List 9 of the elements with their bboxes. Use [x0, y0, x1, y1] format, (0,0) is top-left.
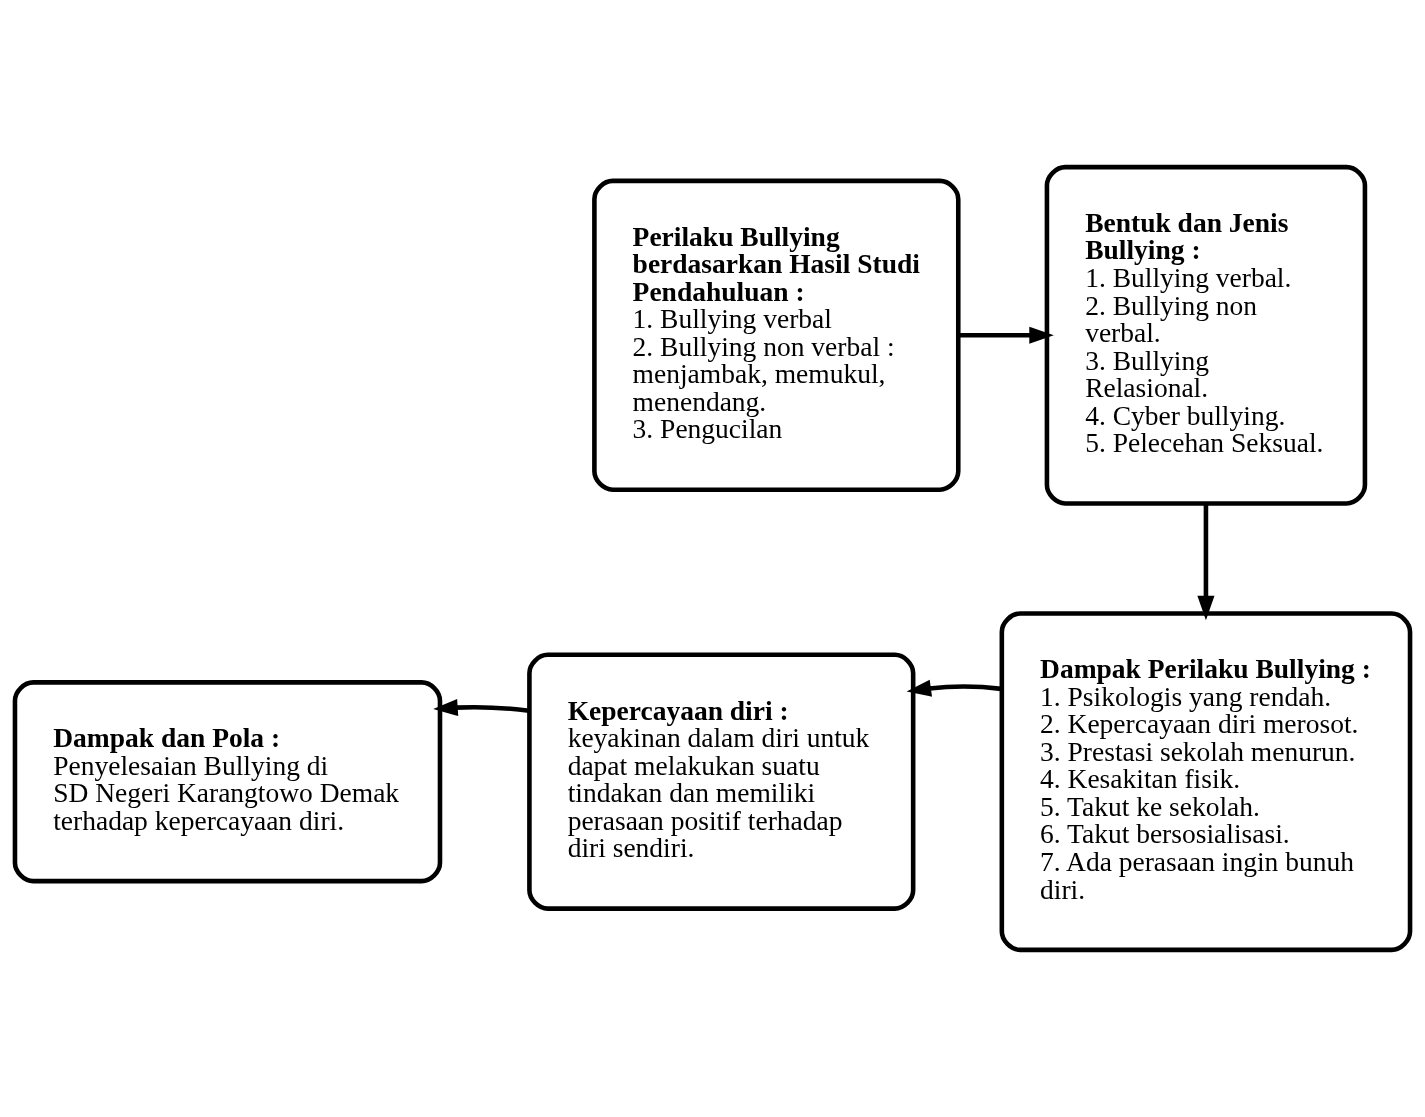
arrow [906, 679, 1002, 697]
node-box: Bentuk dan Jenis Bullying : 1. Bullying verbal. 2. Bullying non verbal. 3. Bullying Relasional. 4. Cyber bullying. 5. Pelecehan Seksual. [1044, 164, 1368, 506]
node-box: Dampak dan Pola : Penyelesaian Bullying di SD Negeri Karangtowo Demak terhadap kepercayaan diri. [12, 680, 443, 884]
node-box: Dampak Perilaku Bullying : 1. Psikologis yang rendah. 2. Kepercayaan diri merosot. 3. Prestasi sekolah menurun. 4. Kesakitan fisik. 5. Takut ke sekolah. 6. Takut bersosialisasi. 7. Ada perasaan ingin bunuh diri. [999, 611, 1413, 953]
arrow [1197, 503, 1215, 621]
arrow [433, 698, 530, 717]
node-box: Perilaku Bullying berdasarkan Hasil Studi Pendahuluan : 1. Bullying verbal 2. Bullying non verbal : menjambak, memukul, menendang. 3. Pengucilan [592, 178, 961, 492]
arrow [958, 326, 1054, 344]
node-box: Kepercayaan diri : keyakinan dalam diri untuk dapat melakukan suatu tindakan dan memiliki perasaan positif terhadap diri sendiri. [527, 652, 916, 911]
